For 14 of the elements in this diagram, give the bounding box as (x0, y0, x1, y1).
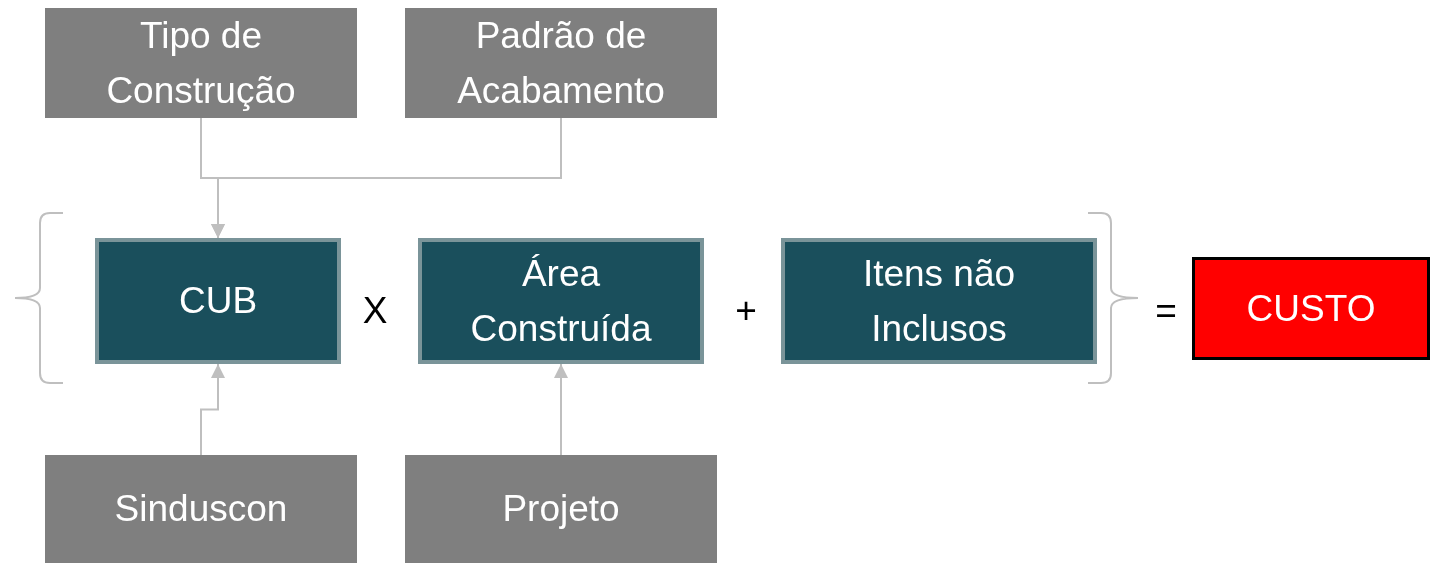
source-box: Padrão de Acabamento (405, 8, 717, 118)
result-box: CUSTO (1192, 257, 1430, 360)
source-box: Sinduscon (45, 455, 357, 563)
source-box: Projeto (405, 455, 717, 563)
factor-box: Área Construída (418, 238, 704, 364)
factor-box: Itens não Inclusos (781, 238, 1097, 364)
source-box: Tipo de Construção (45, 8, 357, 118)
operator-sign: + (734, 290, 758, 332)
arrow (200, 363, 225, 456)
arrow (211, 117, 562, 239)
operator-sign: = (1154, 290, 1178, 332)
arrow (554, 363, 568, 456)
factor-box: CUB (95, 238, 341, 364)
operator-sign: X (361, 290, 389, 332)
